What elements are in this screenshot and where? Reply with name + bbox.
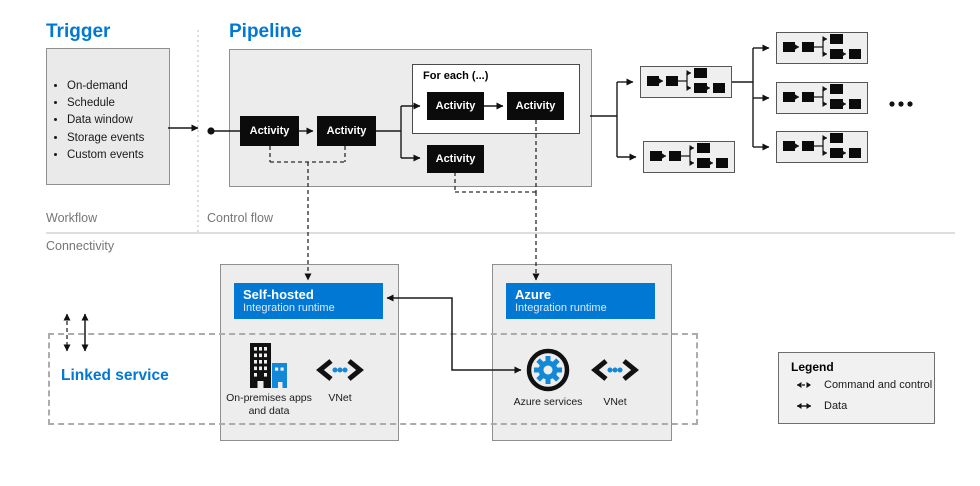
mini-pipeline-graphic — [783, 133, 861, 158]
pipeline-control-flow — [214, 102, 504, 162]
activity-box: Activity — [240, 116, 299, 146]
trigger-heading: Trigger — [46, 21, 111, 42]
legend-box: Legend Command and control Data — [778, 352, 935, 424]
trigger-item: On-demand — [67, 78, 169, 95]
vnet-icon — [591, 359, 639, 381]
trigger-item: Custom events — [67, 147, 169, 164]
pipeline-heading: Pipeline — [229, 21, 302, 42]
legend-item-label: Command and control — [824, 379, 933, 391]
vnet-label: VNet — [603, 396, 627, 408]
self-hosted-runtime-header: Self-hosted Integration runtime — [234, 283, 383, 319]
self-hosted-subtitle: Integration runtime — [243, 302, 335, 314]
linked-service-region: Linked service — [48, 333, 698, 425]
mini-pipeline — [643, 141, 735, 173]
connectivity-label: Connectivity — [46, 239, 115, 253]
mini-pipeline-graphic — [650, 143, 728, 168]
data-arrow — [797, 403, 811, 409]
cc-link-azure — [454, 120, 540, 281]
vnet-label: VNet — [328, 392, 352, 404]
azure-title: Azure — [515, 287, 552, 302]
activity-box: Activity — [427, 92, 484, 120]
mini-pipeline — [776, 82, 868, 114]
trigger-item: Storage events — [67, 130, 169, 147]
self-hosted-title: Self-hosted — [243, 287, 314, 302]
vnet-icon — [316, 359, 364, 381]
legend-title: Legend — [791, 360, 834, 374]
mini-pipeline-graphic — [783, 34, 861, 59]
workflow-label: Workflow — [46, 211, 98, 225]
mini-pipeline — [640, 66, 732, 98]
mini-pipeline-graphic — [647, 68, 725, 93]
legend-item: Command and control — [791, 379, 932, 391]
azure-subtitle: Integration runtime — [515, 302, 607, 314]
on-premises-buildings-icon — [250, 343, 287, 388]
on-premises-label: On-premises apps and data — [226, 392, 312, 417]
activity-box: Activity — [427, 145, 484, 173]
for-each-label: For each (...) — [423, 70, 489, 82]
cc-link-selfhosted — [269, 146, 346, 281]
control-flow-label: Control flow — [207, 211, 273, 225]
mini-pipeline — [776, 32, 868, 64]
azure-services-gear-icon — [526, 348, 570, 392]
trigger-box: On-demand Schedule Data window Storage e… — [46, 48, 170, 185]
legend-item-label: Data — [824, 400, 848, 412]
legend-item: Data — [791, 400, 847, 412]
selfhosted-azure-data-link — [386, 294, 522, 374]
mini-pipeline — [776, 131, 868, 163]
azure-runtime-header: Azure Integration runtime — [506, 283, 655, 319]
trigger-item: Data window — [67, 112, 169, 129]
pipeline-start-dot — [207, 127, 215, 135]
mini-pipeline-graphic — [783, 84, 861, 109]
pipeline-fanout — [590, 44, 770, 161]
azure-services-label: Azure services — [513, 396, 583, 408]
linked-service-label: Linked service — [61, 367, 169, 384]
activity-box: Activity — [317, 116, 376, 146]
activity-box: Activity — [507, 92, 564, 120]
trigger-type-list: On-demand Schedule Data window Storage e… — [47, 78, 169, 164]
ellipsis-more-pipelines — [889, 101, 913, 107]
command-and-control-arrow — [797, 382, 811, 388]
trigger-item: Schedule — [67, 95, 169, 112]
